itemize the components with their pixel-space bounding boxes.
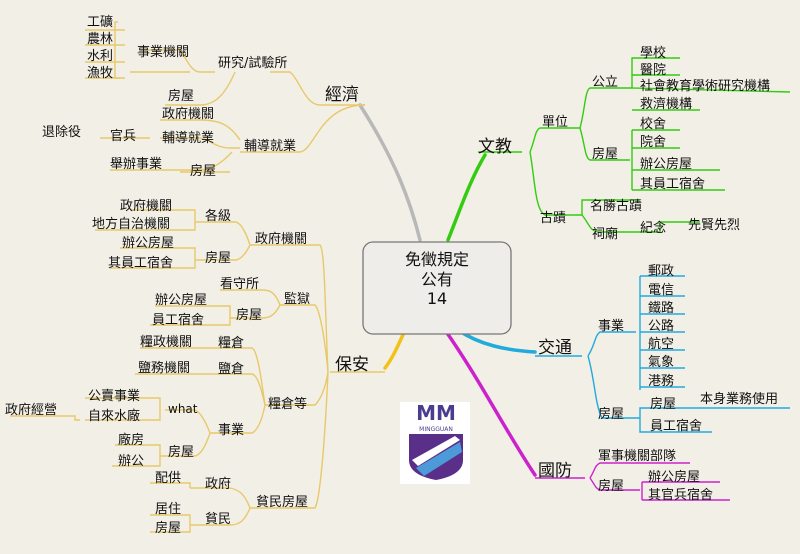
node-fangwu-e2[interactable]: 房屋 [190, 163, 216, 179]
node-fangwu-g[interactable]: 房屋 [598, 478, 624, 494]
node-fangwu-b2[interactable]: 房屋 [236, 307, 262, 323]
branch-economy [358, 103, 422, 242]
node-qiyuangong-w[interactable]: 其員工宿舍 [640, 176, 705, 192]
node-shiye-jiguan[interactable]: 事業機關 [137, 44, 189, 60]
node-juzhu[interactable]: 居住 [155, 502, 181, 517]
node-ganwu[interactable]: 港務 [648, 374, 674, 389]
security-lines [10, 209, 385, 533]
node-difang[interactable]: 地方自治機關 [92, 216, 170, 232]
node-liangcang1[interactable]: 糧倉 [218, 336, 244, 351]
node-baoan[interactable]: 保安 [335, 355, 369, 375]
node-qiyuangong-b[interactable]: 其員工宿舍 [108, 255, 173, 271]
node-hangkong[interactable]: 航空 [648, 336, 674, 352]
node-fangwu-t2[interactable]: 房屋 [650, 396, 676, 412]
node-gongmai[interactable]: 公賣事業 [88, 388, 140, 404]
node-yanjiusuo[interactable]: 研究/試驗所 [218, 55, 287, 71]
node-fangwu-b4[interactable]: 房屋 [155, 520, 181, 536]
node-danwei[interactable]: 單位 [542, 115, 568, 130]
node-zhengfu-jiguan-e[interactable]: 政府機關 [162, 107, 214, 122]
node-tielu[interactable]: 鐵路 [648, 300, 674, 316]
node-gonglu[interactable]: 公路 [648, 318, 674, 334]
node-pinmin[interactable]: 貧民房屋 [256, 494, 308, 510]
node-guji[interactable]: 古蹟 [540, 211, 566, 226]
node-zhengfu-jiguan-b2[interactable]: 政府機關 [120, 199, 172, 214]
node-yumu[interactable]: 漁牧 [87, 66, 113, 81]
node-bangong-b2[interactable]: 辦公房屋 [155, 292, 207, 308]
node-bangong-g[interactable]: 辦公房屋 [648, 469, 700, 485]
education-lines [478, 57, 791, 233]
center-subtitle: 公有 [421, 270, 453, 289]
node-fangwu-b3[interactable]: 房屋 [168, 444, 194, 460]
node-guofang[interactable]: 國防 [538, 461, 572, 481]
node-shuili[interactable]: 水利 [87, 49, 113, 64]
node-yiyuan[interactable]: 醫院 [640, 63, 666, 78]
node-liangcang[interactable]: 糧倉等 [268, 396, 307, 412]
node-bangong-w[interactable]: 辦公房屋 [640, 156, 692, 172]
node-jiaotong[interactable]: 交通 [538, 338, 572, 358]
node-yanwu[interactable]: 鹽務機關 [138, 361, 190, 376]
node-dianxin[interactable]: 電信 [648, 283, 674, 298]
node-gongli[interactable]: 公立 [592, 75, 618, 90]
node-cimiao[interactable]: 祠廟 [592, 226, 618, 242]
node-jinian[interactable]: 紀念 [640, 220, 666, 236]
node-tuichuyi[interactable]: 退除役 [42, 125, 81, 140]
node-yuanshe[interactable]: 院舍 [640, 135, 666, 150]
node-shiye-b[interactable]: 事業 [218, 422, 244, 438]
transport-lines [535, 275, 790, 433]
node-shiye-t[interactable]: 事業 [598, 318, 624, 334]
node-benshen[interactable]: 本身業務使用 [700, 391, 778, 407]
node-what[interactable]: what [168, 402, 198, 416]
node-qixiang[interactable]: 氣象 [648, 355, 674, 370]
node-xuexiao[interactable]: 學校 [640, 45, 666, 61]
node-pinmin2[interactable]: 貧民 [205, 512, 231, 527]
node-kanshousuo[interactable]: 看守所 [220, 276, 259, 292]
node-fangwu-b1[interactable]: 房屋 [205, 250, 231, 266]
node-junshi[interactable]: 軍事機關部隊 [598, 448, 676, 464]
node-peigong[interactable]: 配供 [155, 471, 181, 486]
node-zhengfu-jingying[interactable]: 政府經營 [5, 403, 57, 418]
node-geji[interactable]: 各級 [205, 208, 231, 224]
node-fudao-jiuye[interactable]: 輔導就業 [162, 130, 214, 146]
node-xiaoshe[interactable]: 校舍 [640, 116, 666, 132]
node-liangzheng[interactable]: 糧政機關 [140, 335, 192, 350]
defense-lines [535, 462, 730, 501]
node-shehui-jiaoyu[interactable]: 社會教育學術研究機構 [640, 78, 770, 94]
node-juban-shiye[interactable]: 舉辦事業 [110, 156, 162, 172]
node-fangwu-w[interactable]: 房屋 [592, 146, 618, 162]
node-jiuji-jigou[interactable]: 救濟機構 [640, 96, 692, 112]
node-gongkuang[interactable]: 工礦 [87, 14, 113, 30]
node-bangong-b3[interactable]: 辦公 [118, 454, 144, 469]
branch-defense [443, 328, 537, 477]
branch-education [446, 153, 487, 242]
node-zhengfu-b[interactable]: 政府 [205, 477, 231, 492]
node-guanbing[interactable]: 官兵 [110, 128, 136, 144]
node-fudao-jiuye2[interactable]: 輔導就業 [244, 138, 296, 154]
node-jingji[interactable]: 經濟 [325, 85, 359, 105]
node-jianyu[interactable]: 監獄 [284, 291, 310, 307]
node-yancang[interactable]: 鹽倉 [218, 362, 244, 377]
node-fangwu-t[interactable]: 房屋 [598, 406, 624, 422]
node-changfang[interactable]: 廠房 [118, 432, 144, 448]
node-zhengfu-jiguan-b[interactable]: 政府機關 [255, 232, 307, 247]
node-yuangong-t[interactable]: 員工宿舍 [650, 418, 702, 434]
node-nonglin[interactable]: 農林 [87, 32, 113, 47]
node-xianxian[interactable]: 先賢先烈 [688, 218, 740, 233]
node-fangwu-e1[interactable]: 房屋 [168, 88, 194, 104]
node-youzheng[interactable]: 郵政 [648, 264, 674, 279]
center-title: 免徵規定 [405, 250, 469, 269]
svg-text:MM: MM [416, 401, 456, 425]
brand-logo: MM MINGGUAN [400, 401, 470, 484]
node-wenjiao[interactable]: 文教 [478, 137, 512, 157]
node-qiguanbing[interactable]: 其官兵宿舍 [648, 487, 713, 503]
logo-wordmark: MINGGUAN [419, 426, 453, 433]
node-zilaishui[interactable]: 自來水廠 [88, 408, 140, 424]
center-node[interactable]: 免徵規定 公有 14 [362, 241, 512, 335]
economy-lines [85, 21, 366, 173]
node-yuangong-b[interactable]: 員工宿舍 [152, 312, 204, 328]
node-mingsheng[interactable]: 名勝古蹟 [590, 198, 642, 214]
node-bangong-b1[interactable]: 辦公房屋 [122, 235, 174, 251]
center-number: 14 [427, 289, 447, 308]
